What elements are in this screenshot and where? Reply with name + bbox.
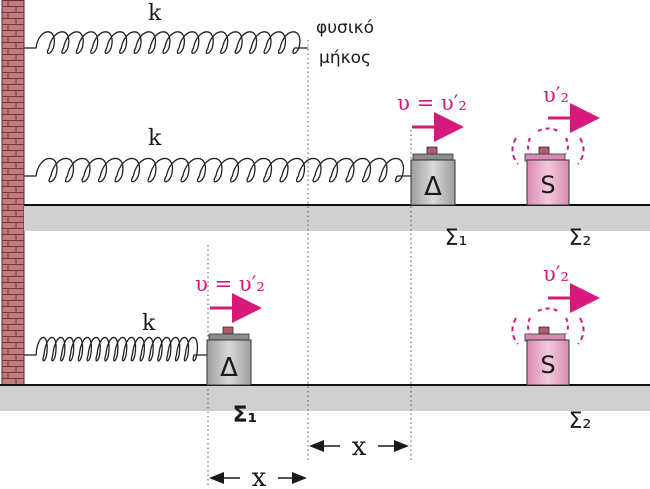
spring-k-label-bottom: k bbox=[142, 311, 156, 336]
distance-x-lower: x bbox=[209, 463, 307, 489]
velocity-s-label-bottom: υ′₂ bbox=[543, 262, 569, 286]
spring-k-label-top: k bbox=[148, 1, 162, 26]
spring-k-label-middle: k bbox=[148, 126, 162, 151]
velocity-label-top: υ = υ′₂ bbox=[397, 91, 467, 115]
block-delta-bottom-label: Δ bbox=[220, 353, 238, 383]
block-s-bottom-label: S bbox=[540, 351, 555, 379]
body2-label-top: Σ₂ bbox=[569, 226, 592, 251]
velocity-s-label-top: υ′₂ bbox=[543, 83, 569, 107]
floor-top bbox=[24, 204, 650, 231]
velocity-label-bottom: υ = υ′₂ bbox=[195, 272, 265, 296]
spring2-coil bbox=[24, 158, 411, 183]
block-s-top-label: S bbox=[540, 171, 555, 199]
spring-stretched bbox=[24, 158, 411, 183]
spring-compressed bbox=[24, 336, 207, 362]
body1-label-top: Σ₁ bbox=[445, 226, 468, 251]
block-delta-top: Δ bbox=[410, 146, 456, 206]
body1-label-bottom: Σ₁ bbox=[233, 403, 258, 428]
floor-bottom bbox=[0, 384, 650, 411]
natural-length-label-line2: μήκος bbox=[319, 48, 371, 68]
block-delta-top-label: Δ bbox=[424, 172, 442, 202]
distance-x-lower-label: x bbox=[252, 463, 267, 489]
block-delta-bottom: Δ bbox=[206, 326, 252, 386]
distance-x-upper: x bbox=[309, 432, 409, 462]
natural-length-label-line1: φυσικό bbox=[316, 18, 374, 38]
brick-wall bbox=[1, 0, 25, 393]
block-s-bottom: S bbox=[511, 307, 585, 386]
body2-label-bottom: Σ₂ bbox=[569, 409, 592, 434]
distance-x-upper-label: x bbox=[352, 432, 367, 462]
spring1-coil bbox=[24, 31, 308, 55]
spring-natural bbox=[24, 31, 308, 55]
block-s-top: S bbox=[511, 127, 585, 206]
spring3-coil bbox=[24, 336, 207, 362]
